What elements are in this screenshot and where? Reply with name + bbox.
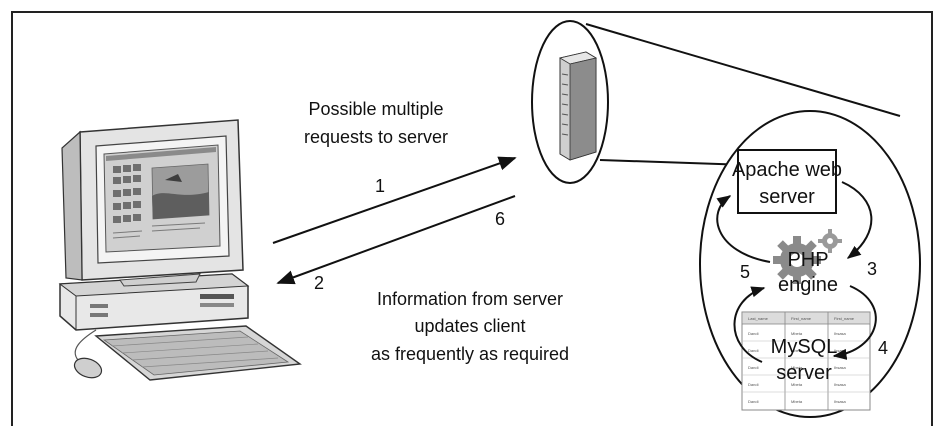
arrow-mysql-to-php bbox=[733, 286, 766, 363]
table-cell: Ihsasa bbox=[834, 331, 847, 336]
info-caption-line1: Information from server bbox=[377, 289, 563, 309]
response-arrow bbox=[276, 195, 516, 285]
zoom-line-top bbox=[585, 23, 901, 117]
step-6-label: 6 bbox=[495, 209, 505, 229]
apache-label-line1: Apache web bbox=[732, 159, 842, 181]
step-2-label: 2 bbox=[314, 273, 324, 293]
table-cell: Mbeta bbox=[791, 399, 803, 404]
table-row: Dandi Mbeta Ihsasa bbox=[748, 331, 847, 336]
table-row: Dandi Mbeta Ihsasa bbox=[748, 365, 847, 370]
php-label-line2: engine bbox=[778, 274, 838, 296]
mysql-label-line1: MySQL bbox=[771, 336, 838, 358]
mouse-icon bbox=[73, 357, 103, 379]
table-cell: Dandi bbox=[748, 348, 759, 353]
zoom-line-bottom bbox=[599, 159, 749, 166]
step-5-label: 5 bbox=[740, 262, 750, 282]
table-cell: Mbeta bbox=[791, 365, 803, 370]
gear-small-icon bbox=[818, 229, 842, 253]
arrow-apache-to-php bbox=[841, 181, 873, 259]
requests-caption-line1: Possible multiple bbox=[308, 99, 443, 119]
mysql-label-line2: server bbox=[776, 362, 832, 384]
info-caption-line3: as frequently as required bbox=[371, 344, 569, 364]
table-cell: Mbeta bbox=[791, 348, 803, 353]
gear-icon bbox=[773, 236, 821, 284]
figure-frame bbox=[11, 11, 933, 426]
step-1-label: 1 bbox=[375, 176, 385, 196]
table-row: Dandi Mbeta Ihsasa bbox=[748, 399, 847, 404]
table-cell: Dandi bbox=[748, 365, 759, 370]
table-header-2: First_name bbox=[791, 316, 812, 321]
table-cell: Dandi bbox=[748, 399, 759, 404]
apache-box bbox=[737, 149, 837, 214]
server-tower-icon bbox=[558, 51, 598, 161]
step-4-label: 4 bbox=[878, 338, 888, 358]
arrow-php-to-mysql bbox=[832, 285, 877, 360]
table-cell: Mbeta bbox=[791, 382, 803, 387]
requests-caption-line2: requests to server bbox=[304, 127, 448, 147]
info-caption-line2: updates client bbox=[414, 316, 525, 336]
request-arrow bbox=[272, 156, 517, 244]
table-cell: Ihsasa bbox=[834, 365, 847, 370]
table-cell: Ihsasa bbox=[834, 382, 847, 387]
table-header-1: Last_name bbox=[748, 316, 769, 321]
table-cell: Mbeta bbox=[791, 331, 803, 336]
table-cell: Ihsasa bbox=[834, 399, 847, 404]
apache-label-line2: server bbox=[759, 186, 815, 208]
table-cell: Dandi bbox=[748, 331, 759, 336]
step-3-label: 3 bbox=[867, 259, 877, 279]
table-header-3: First_name bbox=[834, 316, 855, 321]
table-cell: Dandi bbox=[748, 382, 759, 387]
client-computer-icon bbox=[58, 119, 302, 381]
arrow-php-to-apache bbox=[716, 195, 771, 263]
table-row: Dandi Mbeta Ihsasa bbox=[748, 382, 847, 387]
php-label-line1: PHP bbox=[787, 249, 828, 271]
mysql-table-image: Last_name First_name First_name Dandi Mb… bbox=[741, 311, 871, 411]
